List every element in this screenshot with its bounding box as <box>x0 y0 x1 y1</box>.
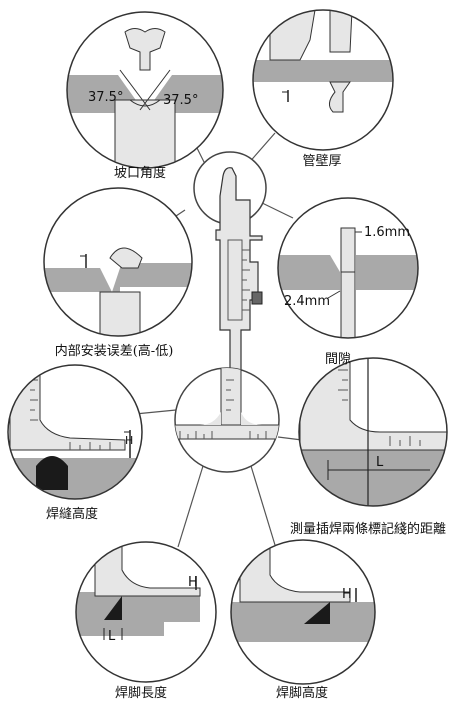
circle-leg-height <box>230 539 376 685</box>
circle-gap <box>277 197 419 339</box>
angle-left-label: 37.5° <box>88 90 123 105</box>
label-weld-height: 焊縫高度 <box>45 507 99 522</box>
label-leg-height: 焊脚高度 <box>275 686 329 701</box>
leg-length-L-label: L <box>108 629 116 644</box>
label-misalignment: 内部安装误差(高-低) <box>54 344 174 359</box>
label-gap: 間隙 <box>324 352 352 367</box>
leg-length-H-label: H <box>188 575 198 590</box>
circle-wall-thickness <box>252 9 394 151</box>
circle-misalignment <box>43 187 193 337</box>
angle-right-label: 37.5° <box>163 93 198 108</box>
circle-mark-spacing <box>298 357 448 507</box>
label-mark-spacing: 測量插焊兩條標記綫的距離 <box>289 522 447 537</box>
label-bevel-angle: 坡口角度 <box>113 166 167 181</box>
label-wall-thickness: 管壁厚 <box>302 154 342 169</box>
weld-height-mark: H <box>125 434 133 447</box>
circle-leg-length <box>75 541 217 683</box>
gap-top-label: 1.6mm <box>364 225 410 240</box>
label-leg-length: 焊脚長度 <box>114 686 168 701</box>
leg-height-H-label: H <box>342 587 352 602</box>
circle-weld-height <box>7 364 143 500</box>
knurled-screw <box>251 291 263 305</box>
gap-bottom-label: 2.4mm <box>284 294 330 309</box>
spacing-L-label: L <box>376 455 384 470</box>
circle-bevel-angle <box>66 11 224 169</box>
central-gauge <box>174 151 280 473</box>
